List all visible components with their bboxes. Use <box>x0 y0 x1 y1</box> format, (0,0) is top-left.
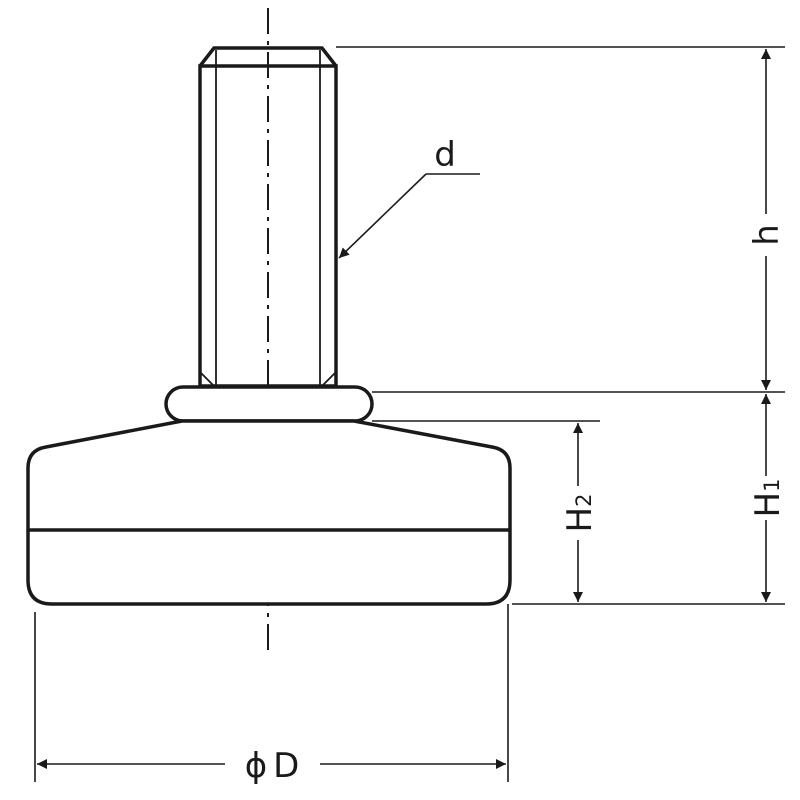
dimension-h1-label: H1 <box>748 479 788 518</box>
stud-flange <box>164 385 374 423</box>
thread-leader <box>338 173 480 259</box>
base-pad <box>26 419 512 606</box>
dimension-h2-label: H2 <box>560 494 600 533</box>
thread-diameter-label: d <box>434 135 456 175</box>
dimension-h-label: h <box>747 224 787 246</box>
extension-lines <box>34 46 785 782</box>
